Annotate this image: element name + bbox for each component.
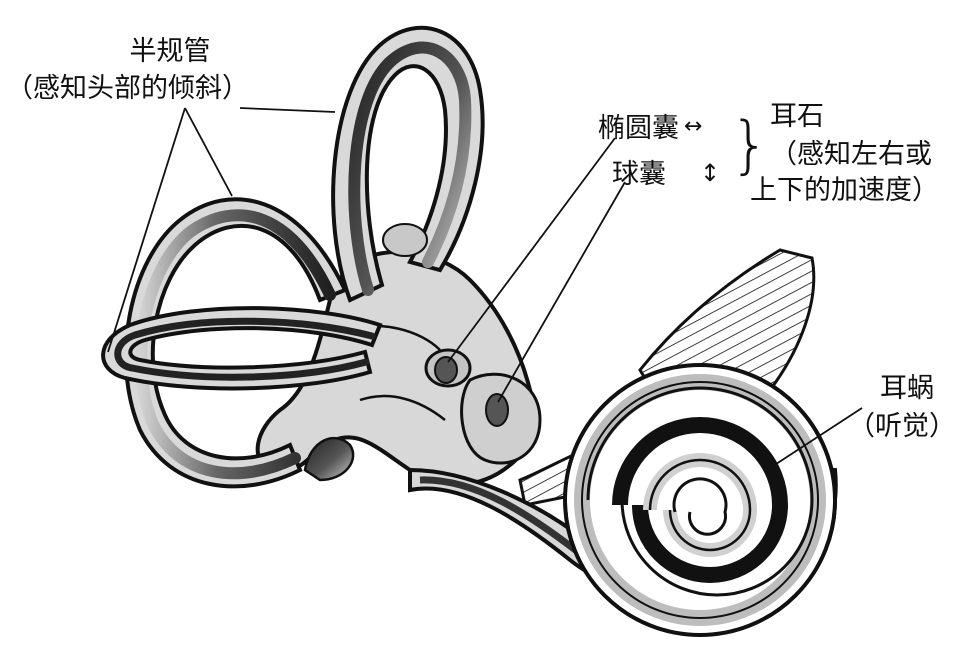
cochlea [565,365,836,635]
brace-icon: } [730,110,769,180]
vertical-arrow-icon: ↕ [700,156,720,190]
semicircular-canal-desc: （感知头部的倾斜） [6,72,249,106]
saccule [462,374,540,463]
otolith-label: 耳石 [770,100,824,134]
utricle [426,350,470,386]
semicircular-canal-label: 半规管 [115,35,225,69]
otolith-desc-line2: 上下的加速度） [750,174,939,208]
cochlea-label: 耳蜗 [880,372,934,406]
cochlea-desc: （听觉） [848,410,956,444]
utricle-label: 椭圆囊 [598,112,679,146]
semicircular-canal-name: 半规管 [130,36,211,67]
horizontal-arrow-icon: ↔ [684,110,702,144]
otolith-desc-line1: （感知左右或 [770,138,932,172]
saccule-label: 球囊 [612,158,666,192]
